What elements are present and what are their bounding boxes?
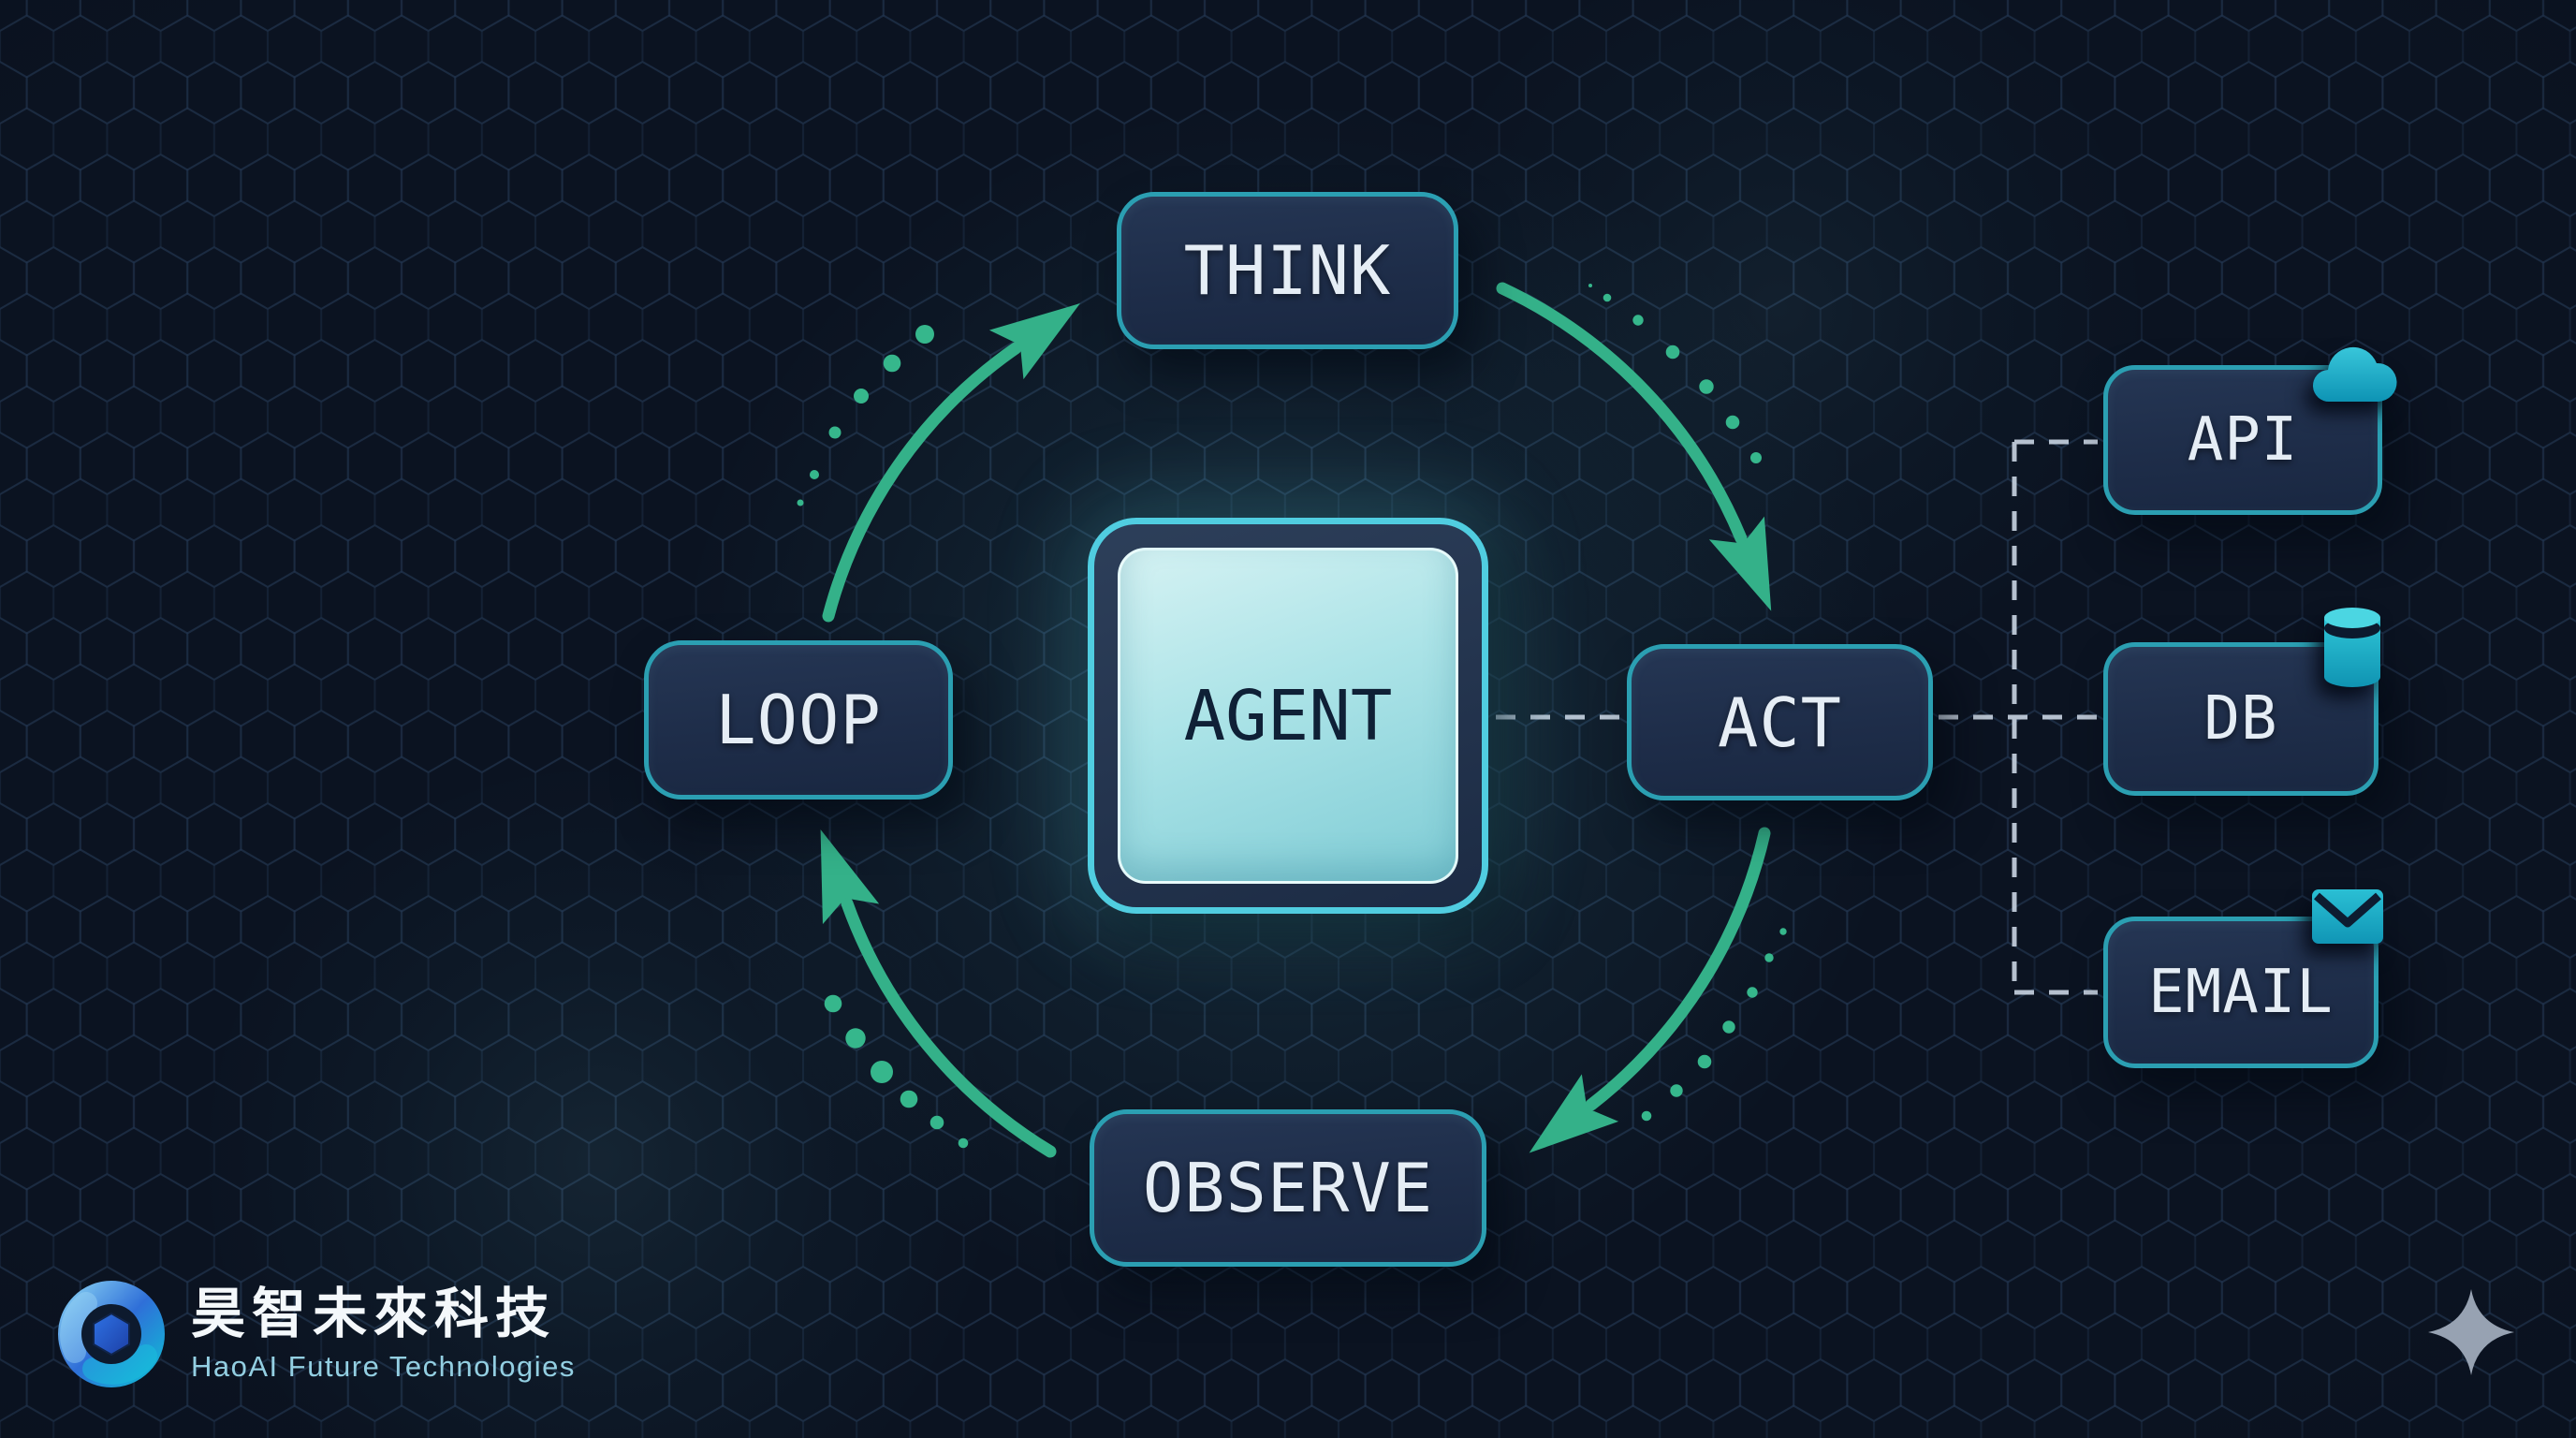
- brand-block: 昊智未來科技 HaoAI Future Technologies: [56, 1279, 576, 1389]
- tool-db-label: DB: [2203, 684, 2278, 754]
- tool-api-label: API: [2187, 405, 2299, 475]
- database-icon: [2324, 608, 2380, 687]
- company-logo: [58, 1281, 165, 1387]
- company-name-en: HaoAI Future Technologies: [191, 1349, 576, 1383]
- node-agent-label: AGENT: [1183, 675, 1393, 756]
- node-act-label: ACT: [1717, 682, 1843, 762]
- tool-api: API: [2103, 346, 2397, 515]
- node-act: ACT: [1627, 644, 1933, 800]
- node-agent-inner: AGENT: [1118, 548, 1458, 884]
- node-loop-label: LOOP: [715, 681, 882, 759]
- node-think-label: THINK: [1183, 231, 1392, 310]
- company-name-zh: 昊智未來科技: [191, 1284, 557, 1345]
- node-think: THINK: [1117, 192, 1458, 349]
- node-loop: LOOP: [644, 640, 953, 800]
- tool-email: EMAIL: [2103, 889, 2383, 1068]
- node-observe-label: OBSERVE: [1142, 1149, 1434, 1227]
- cloud-icon: [2312, 346, 2397, 403]
- tool-email-label: EMAIL: [2148, 958, 2334, 1027]
- node-observe: OBSERVE: [1090, 1109, 1486, 1267]
- sparkle-icon: [2428, 1289, 2514, 1375]
- envelope-icon: [2312, 889, 2383, 944]
- node-agent: AGENT: [1088, 518, 1488, 914]
- brand-text: 昊智未來科技 HaoAI Future Technologies: [191, 1284, 576, 1384]
- tool-db: DB: [2103, 608, 2380, 796]
